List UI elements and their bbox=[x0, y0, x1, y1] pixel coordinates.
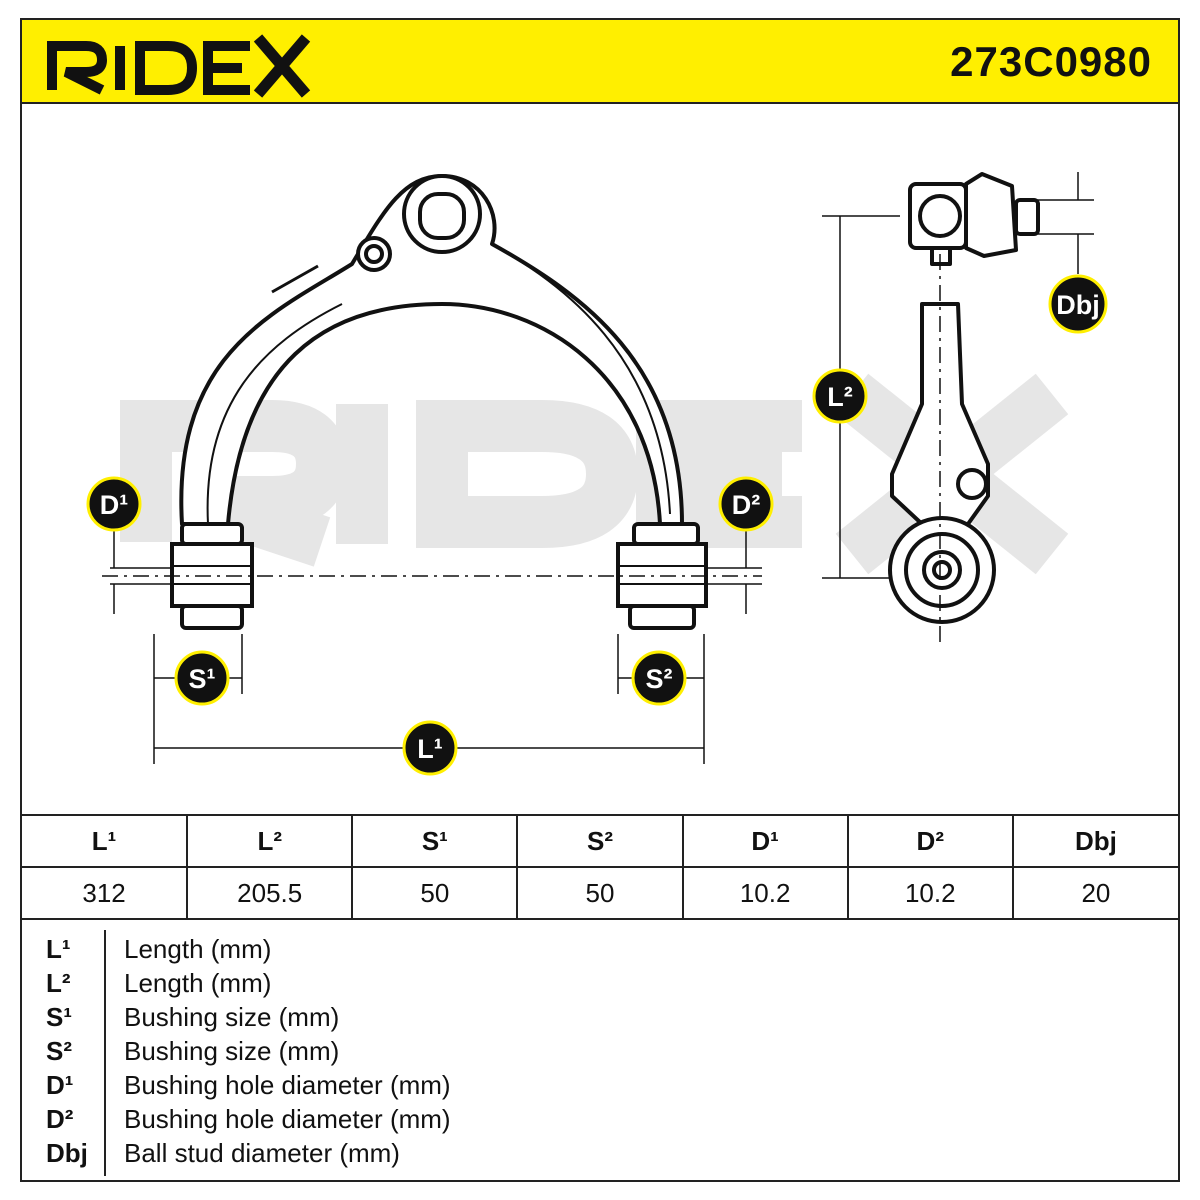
badge-dbj: Dbj bbox=[1048, 274, 1108, 334]
control-arm-front-view bbox=[179, 174, 684, 538]
value-d2: 10.2 bbox=[847, 867, 1014, 919]
legend-symbol: L² bbox=[46, 968, 71, 998]
legend-symbol: D² bbox=[46, 1104, 74, 1134]
legend-description: Length (mm) bbox=[124, 934, 272, 964]
badge-d1: D¹ bbox=[86, 476, 142, 532]
left-bushing bbox=[170, 522, 254, 630]
legend-description: Bushing size (mm) bbox=[124, 1036, 340, 1066]
spec-table-values-row: 312 205.5 50 50 10.2 10.2 20 bbox=[22, 867, 1178, 919]
badge-d2: D² bbox=[718, 476, 774, 532]
legend-description: Bushing hole diameter (mm) bbox=[124, 1070, 451, 1100]
legend-description: Length (mm) bbox=[124, 968, 272, 998]
part-number: 273C0980 bbox=[950, 38, 1152, 85]
value-l2: 205.5 bbox=[187, 867, 354, 919]
value-s1: 50 bbox=[352, 867, 519, 919]
value-l1: 312 bbox=[22, 867, 189, 919]
badge-l1: L¹ bbox=[402, 720, 458, 776]
legend-description: Bushing size (mm) bbox=[124, 1002, 340, 1032]
value-dbj: 20 bbox=[1081, 877, 1111, 908]
badge-l2: L² bbox=[812, 368, 868, 424]
header-dbj: Dbj bbox=[1012, 815, 1178, 868]
legend-symbol: Dbj bbox=[46, 1138, 88, 1168]
legend: L¹ Length (mm) L² Length (mm) S¹ Bushing… bbox=[22, 916, 1178, 1182]
legend-row: D¹ Bushing hole diameter (mm) bbox=[22, 1070, 1122, 1104]
badge-s1: S¹ bbox=[174, 650, 230, 706]
legend-description: Ball stud diameter (mm) bbox=[124, 1138, 400, 1168]
right-bushing bbox=[616, 522, 708, 630]
datasheet-frame: 273C0980 bbox=[20, 18, 1180, 1182]
badge-s1-label: S¹ bbox=[189, 664, 216, 694]
ridex-logo bbox=[47, 34, 311, 98]
badge-s2: S² bbox=[631, 650, 687, 706]
legend-row: S² Bushing size (mm) bbox=[22, 1036, 1122, 1070]
value-d1: 10.2 bbox=[682, 867, 849, 919]
legend-row: L² Length (mm) bbox=[22, 968, 1122, 1002]
badge-d1-label: D¹ bbox=[100, 490, 129, 520]
header-d2: D² bbox=[847, 815, 1014, 868]
badge-s2-label: S² bbox=[646, 664, 673, 694]
badge-l2-label: L² bbox=[827, 382, 852, 412]
value-s2: 50 bbox=[517, 867, 684, 919]
spec-table: L¹ L² S¹ S² D¹ D² Dbj 312 205.5 50 50 10… bbox=[22, 814, 1178, 920]
header-l1: L¹ bbox=[22, 815, 189, 868]
legend-symbol: S² bbox=[46, 1036, 72, 1066]
technical-drawing: D¹ D² S¹ S² L¹ L² Dbj bbox=[86, 172, 1108, 776]
badge-l1-label: L¹ bbox=[417, 734, 442, 764]
legend-symbol: L¹ bbox=[46, 934, 71, 964]
header-bar: 273C0980 bbox=[22, 20, 1178, 104]
legend-symbol: S¹ bbox=[46, 1002, 72, 1032]
legend-row: L¹ Length (mm) bbox=[22, 934, 1122, 968]
legend-description: Bushing hole diameter (mm) bbox=[124, 1104, 451, 1134]
header-l2: L² bbox=[187, 815, 354, 868]
legend-row: S¹ Bushing size (mm) bbox=[22, 1002, 1122, 1036]
legend-row: D² Bushing hole diameter (mm) bbox=[22, 1104, 1122, 1138]
ridex-watermark bbox=[120, 400, 802, 567]
legend-divider bbox=[104, 930, 106, 1176]
badge-dbj-label: Dbj bbox=[1056, 290, 1100, 320]
legend-symbol: D¹ bbox=[46, 1070, 74, 1100]
header-d1: D¹ bbox=[682, 815, 849, 868]
legend-row: Dbj Ball stud diameter (mm) bbox=[22, 1138, 1122, 1172]
header-s1: S¹ bbox=[352, 815, 519, 868]
badge-d2-label: D² bbox=[732, 490, 761, 520]
spec-table-header-row: L¹ L² S¹ S² D¹ D² Dbj bbox=[22, 815, 1178, 868]
header-s2: S² bbox=[517, 815, 684, 868]
